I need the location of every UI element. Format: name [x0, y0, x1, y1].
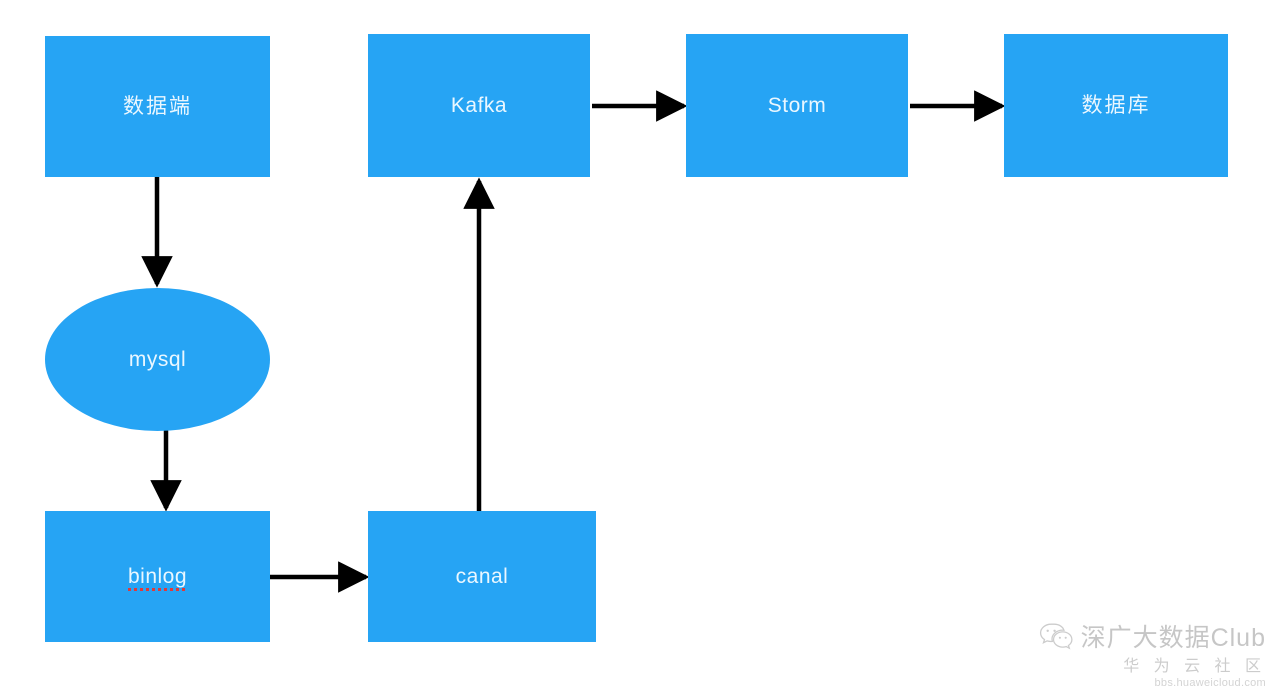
node-kafka-label: Kafka: [450, 94, 508, 117]
node-canal[interactable]: canal: [368, 511, 596, 642]
node-mysql[interactable]: mysql: [45, 288, 270, 431]
node-kafka[interactable]: Kafka: [368, 34, 590, 177]
node-binlog[interactable]: binlog: [45, 511, 270, 642]
node-binlog-label: binlog: [127, 565, 188, 591]
node-database[interactable]: 数据库: [1004, 34, 1228, 177]
node-database-label: 数据库: [1081, 94, 1151, 117]
watermark-community: 华 为 云 社 区: [1123, 657, 1266, 675]
watermark-brand-text: 深广大数据Club: [1080, 623, 1266, 652]
node-storm[interactable]: Storm: [686, 34, 908, 177]
watermark: 深广大数据Club 华 为 云 社 区 bbs.huaweicloud.com: [1039, 622, 1266, 690]
node-data-source-label: 数据端: [123, 95, 192, 118]
watermark-url: bbs.huaweicloud.com: [1154, 676, 1266, 689]
node-canal-label: canal: [455, 565, 509, 588]
node-mysql-label: mysql: [128, 348, 187, 371]
node-storm-label: Storm: [767, 94, 827, 117]
wechat-icon: [1039, 622, 1073, 655]
watermark-brand-row: 深广大数据Club: [1039, 622, 1266, 655]
node-data-source[interactable]: 数据端: [45, 36, 270, 177]
